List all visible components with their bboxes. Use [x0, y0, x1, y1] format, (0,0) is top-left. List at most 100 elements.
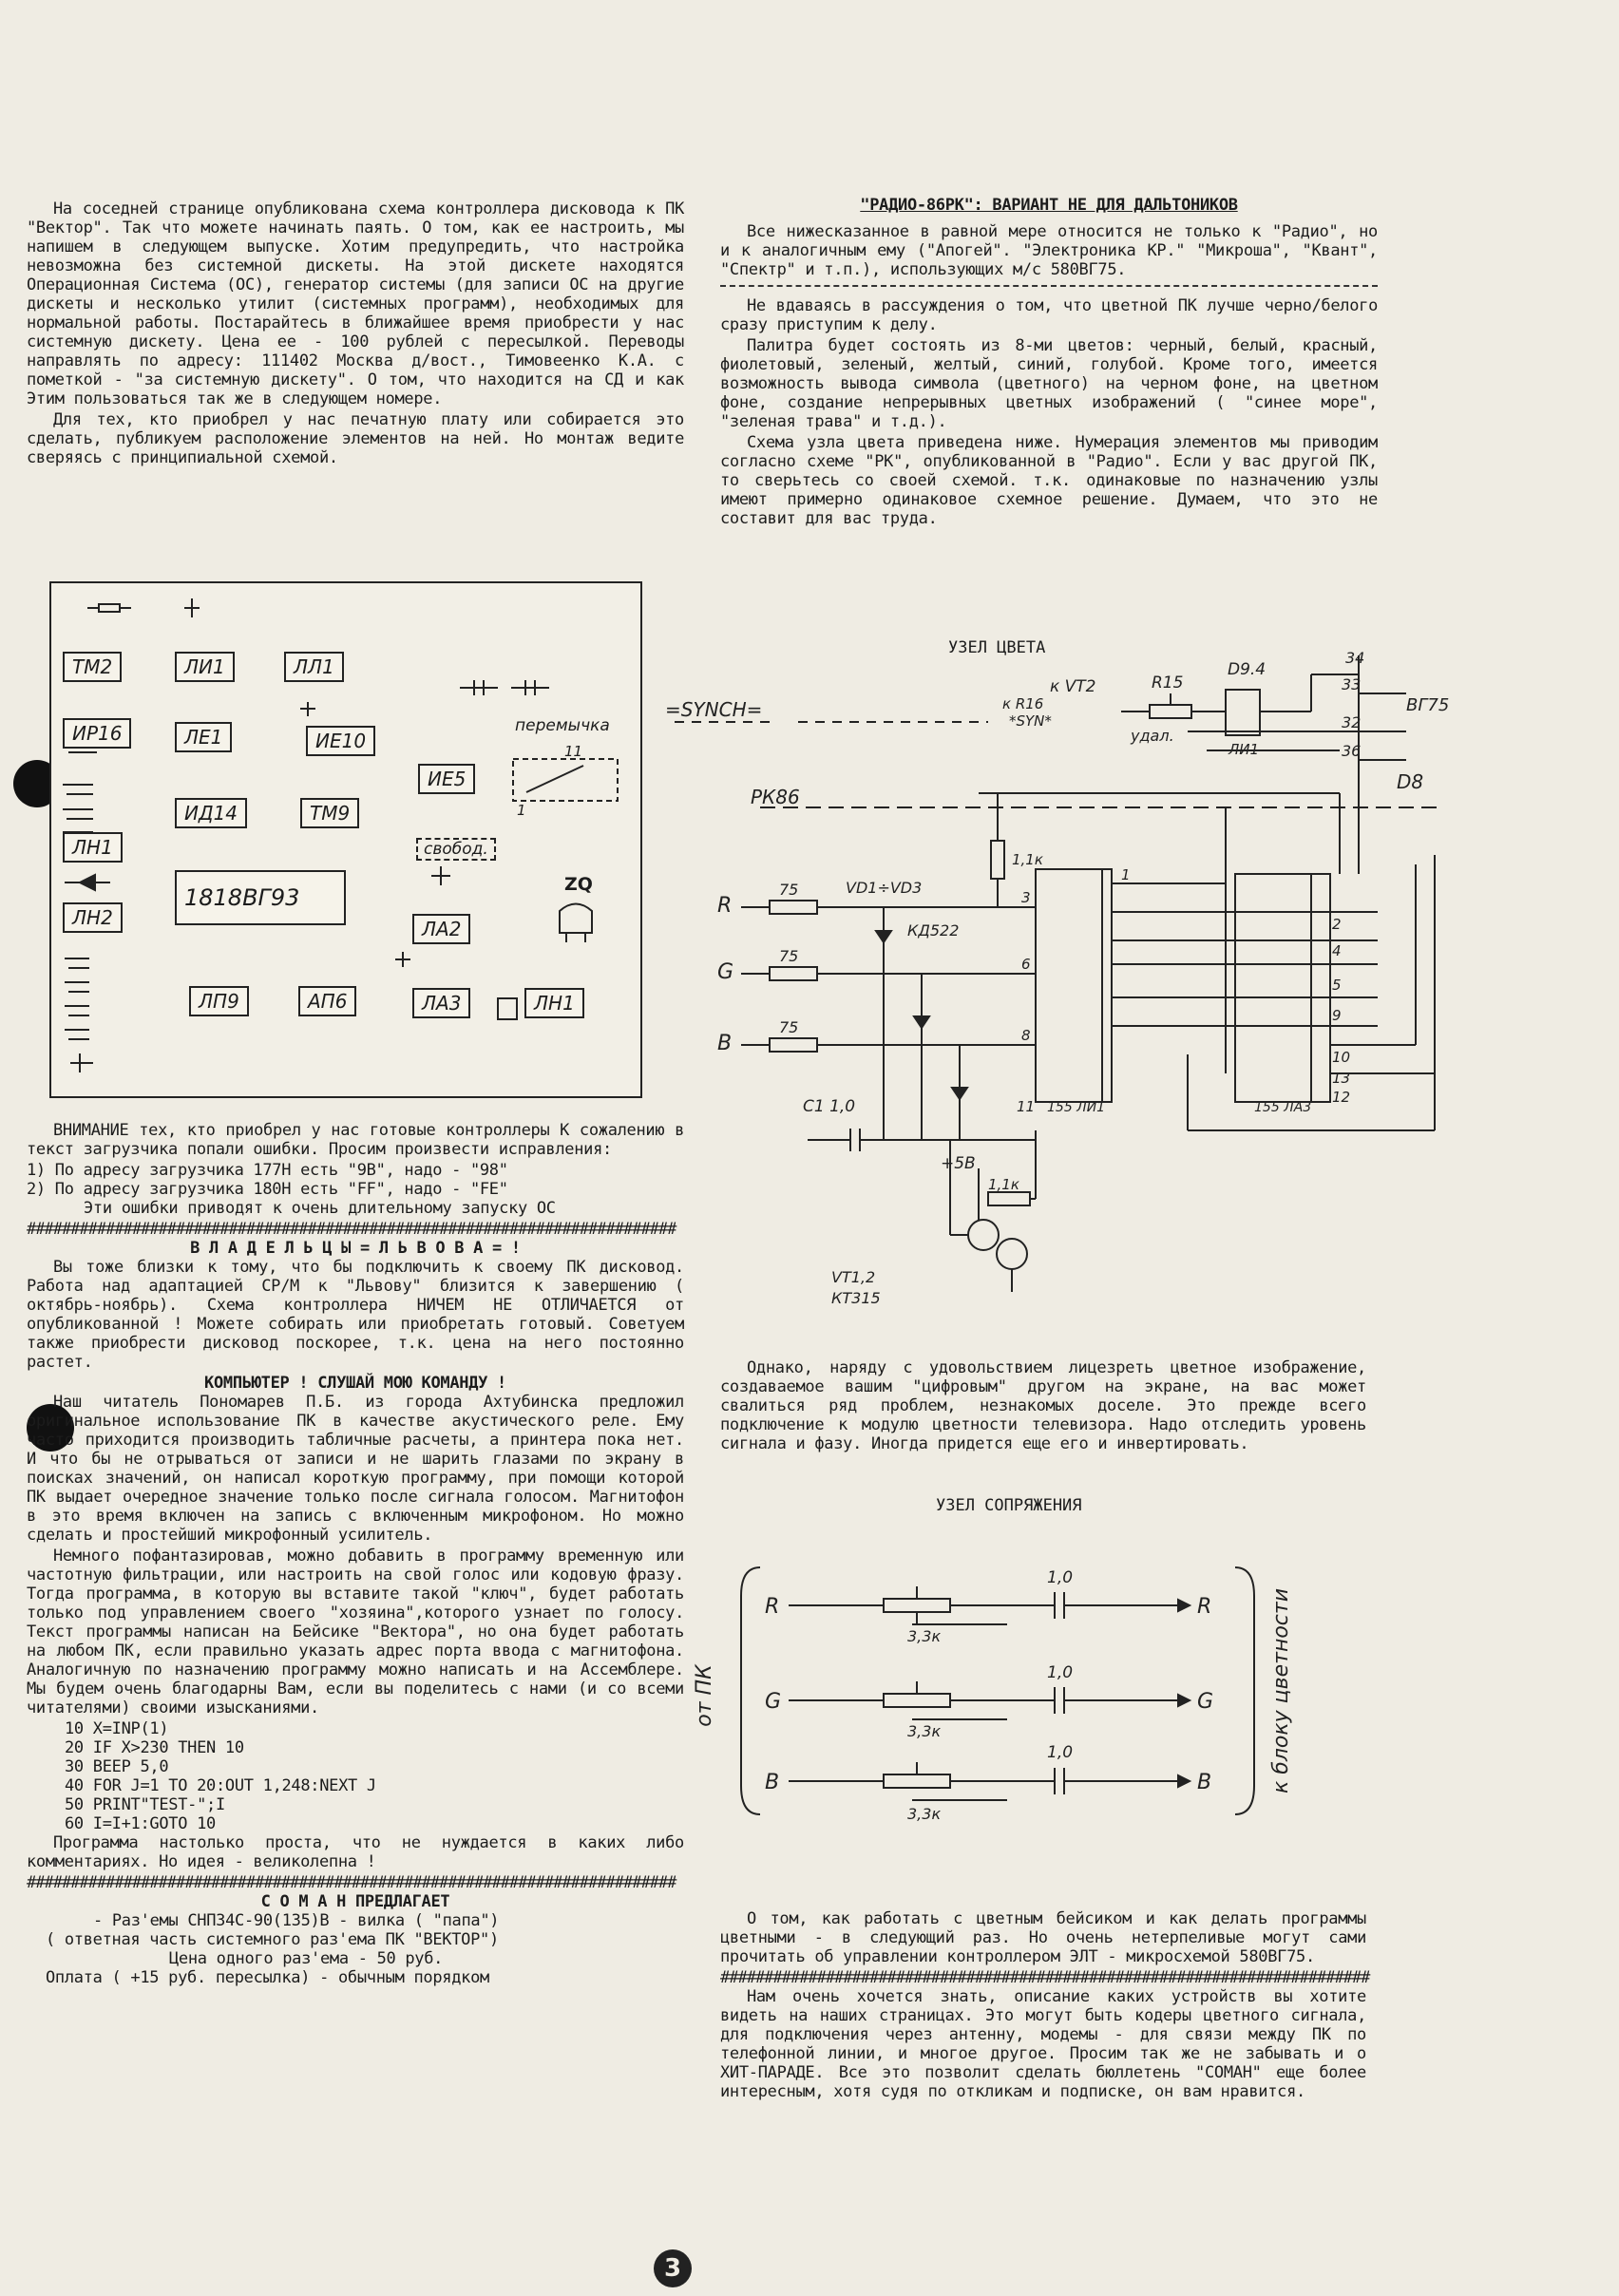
pin-6: 6 [1021, 956, 1031, 973]
board-intro-paragraph: Для тех, кто приобрел у нас печатную пла… [27, 410, 684, 467]
left-column-bottom: ВНИМАНИЕ тех, кто приобрел у нас готовые… [27, 1121, 684, 1987]
soman-line-3: Цена одного раз'ема - 50 руб. [169, 1949, 444, 1968]
rk86-label: РК86 [751, 786, 800, 808]
pin-9: 9 [1332, 1007, 1342, 1024]
pin-1: 1 [1121, 866, 1131, 883]
pin-11: 11 [1017, 1098, 1035, 1115]
chip-ln1-right: ЛН1 [524, 988, 584, 1018]
to-block-label: к блоку цветности [1269, 1588, 1293, 1793]
r-input-label: R [717, 894, 732, 918]
separator-1: ########################################… [27, 1220, 676, 1239]
b-in-label: B [765, 1771, 779, 1794]
separator-dash [720, 285, 1378, 287]
cap-label-b: 1,0 [1047, 1743, 1073, 1762]
intro-paragraph: На соседней странице опубликована схема … [27, 199, 684, 408]
color-node-title: УЗЕЛ ЦВЕТА [948, 638, 1046, 657]
jumper-pin-label: 11 [564, 743, 583, 760]
interface-node-title: УЗЕЛ СОПРЯЖЕНИЯ [936, 1496, 1082, 1515]
right-column-bottom: О том, как работать с цветным бейсиком и… [720, 1909, 1370, 2103]
left-column-top: На соседней странице опубликована схема … [27, 199, 684, 469]
chip-ap6: АП6 [298, 986, 357, 1016]
owners-paragraph: Вы тоже близки к тому, что бы подключить… [27, 1258, 684, 1372]
color-paragraph-7: Нам очень хочется знать, описание каких … [720, 1987, 1366, 2101]
jumper-label: перемычка [515, 716, 610, 735]
code-line-1: 10 X=INP(1) [65, 1719, 169, 1738]
chip-tm9: ТМ9 [300, 798, 360, 828]
vd-label: VD1÷VD3 [846, 879, 922, 897]
article-title: "РАДИО-86РК": ВАРИАНТ НЕ ДЛЯ ДАЛЬТОНИКОВ [860, 196, 1238, 215]
chip-tm2: ТМ2 [63, 652, 123, 682]
r1k-label: 1,1к [988, 1176, 1019, 1193]
vt2-label: к VT2 [1050, 677, 1096, 696]
chip-la2: ЛА2 [412, 914, 471, 944]
right-column-middle: Однако, наряду с удовольствием лицезреть… [720, 1358, 1366, 1455]
color-paragraph-2: Не вдаваясь в рассуждения о том, что цве… [720, 296, 1378, 334]
code-line-2: 20 IF X>230 THEN 10 [65, 1738, 244, 1757]
r75-label-3: 75 [779, 1018, 798, 1036]
ic2-label: 155 ЛА3 [1254, 1100, 1311, 1115]
pin-36: 36 [1342, 742, 1361, 760]
voice-title: КОМПЬЮТЕР ! СЛУШАЙ МОЮ КОМАНДУ ! [204, 1374, 506, 1393]
zq-label: ZQ [564, 874, 593, 895]
res-label-b: 3,3к [907, 1805, 941, 1823]
code-line-5: 50 PRINT"TEST-";I [65, 1795, 225, 1814]
interface-node-schematic: от ПК к блоку цветности R R G G B B 1,0 … [693, 1566, 1293, 1823]
cap-label-r: 1,0 [1047, 1568, 1073, 1587]
fix-line-2: 2) По адресу загрузчика 180Н есть "FF", … [27, 1180, 508, 1199]
d94-label: D9.4 [1228, 660, 1266, 679]
voice-paragraph-1: Наш читатель Пономарев П.Б. из города Ах… [27, 1393, 684, 1545]
chip-ir16: ИР16 [63, 718, 132, 749]
binder-hole-bottom [27, 1404, 74, 1452]
r-out-label: R [1197, 1595, 1211, 1619]
chip-ie10: ИЕ10 [306, 726, 376, 756]
fix-line-1: 1) По адресу загрузчика 177Н есть "9В", … [27, 1161, 508, 1180]
g-input-label: G [717, 960, 733, 984]
b-out-label: B [1197, 1771, 1211, 1794]
color-paragraph-6: О том, как работать с цветным бейсиком и… [720, 1909, 1366, 1966]
separator-2: ########################################… [27, 1873, 676, 1892]
chip-le1: ЛЕ1 [175, 722, 233, 752]
code-line-6: 60 I=I+1:GOTO 10 [65, 1814, 216, 1833]
jumper-pin2-label: 1 [517, 802, 526, 819]
owners-title: В Л А Д Е Л Ь Ц Ы = Л Ь В О В А = ! [190, 1239, 521, 1258]
code-line-3: 30 BEEP 5,0 [65, 1757, 169, 1776]
chip-ln1-left: ЛН1 [63, 832, 123, 863]
soman-title: С О М А Н ПРЕДЛАГАЕТ [260, 1892, 450, 1911]
chip-id14: ИД14 [175, 798, 248, 828]
b-input-label: B [717, 1032, 732, 1055]
g-out-label: G [1197, 1690, 1213, 1714]
r11k-label: 1,1к [1012, 851, 1043, 868]
chip-ln2: ЛН2 [63, 902, 123, 933]
r75-label-1: 75 [779, 881, 798, 899]
synch-label: =SYNCH= [665, 698, 762, 721]
attention-paragraph: ВНИМАНИЕ тех, кто приобрел у нас готовые… [27, 1121, 684, 1159]
from-pc-label: от ПК [693, 1663, 716, 1727]
pin-34: 34 [1345, 649, 1364, 667]
page-number: 3 [654, 2249, 692, 2287]
soman-line-2: ( ответная часть системного раз'ема ПК "… [46, 1930, 499, 1949]
chip-ll1: ЛЛ1 [284, 652, 344, 682]
pin-3: 3 [1021, 889, 1031, 906]
pin-33: 33 [1342, 675, 1361, 693]
pcb-small-parts [63, 598, 619, 1072]
pin-2: 2 [1332, 916, 1342, 933]
soman-line-4: Оплата ( +15 руб. пересылка) - обычным п… [46, 1968, 489, 1987]
soman-line-1: - Раз'емы СНП34С-90(135)В - вилка ( "пап… [93, 1911, 500, 1930]
d8-label: D8 [1397, 770, 1423, 793]
r75-label-2: 75 [779, 947, 798, 965]
fix-note: Эти ошибки приводят к очень длительному … [84, 1199, 556, 1218]
color-node-schematic: =SYNCH= к VT2 к R16 *SYN* R15 удал. D9.4… [665, 649, 1449, 1307]
res-label-g: 3,3к [907, 1722, 941, 1740]
r16-label: к R16 [1002, 695, 1043, 712]
color-paragraph-5: Однако, наряду с удовольствием лицезреть… [720, 1358, 1366, 1453]
pin-12: 12 [1332, 1089, 1350, 1106]
chip-la3: ЛА3 [412, 988, 471, 1018]
color-paragraph-1: Все нижесказанное в равной мере относитс… [720, 222, 1378, 279]
pin-10: 10 [1332, 1049, 1350, 1066]
color-paragraph-3: Палитра будет состоять из 8-ми цветов: ч… [720, 336, 1378, 431]
chip-1818vg93: 1818ВГ93 [175, 870, 346, 925]
pin-13: 13 [1332, 1070, 1350, 1087]
vt12-label: VT1,2 [831, 1268, 875, 1286]
pin-8: 8 [1021, 1027, 1031, 1044]
free-label: свобод. [416, 838, 496, 861]
